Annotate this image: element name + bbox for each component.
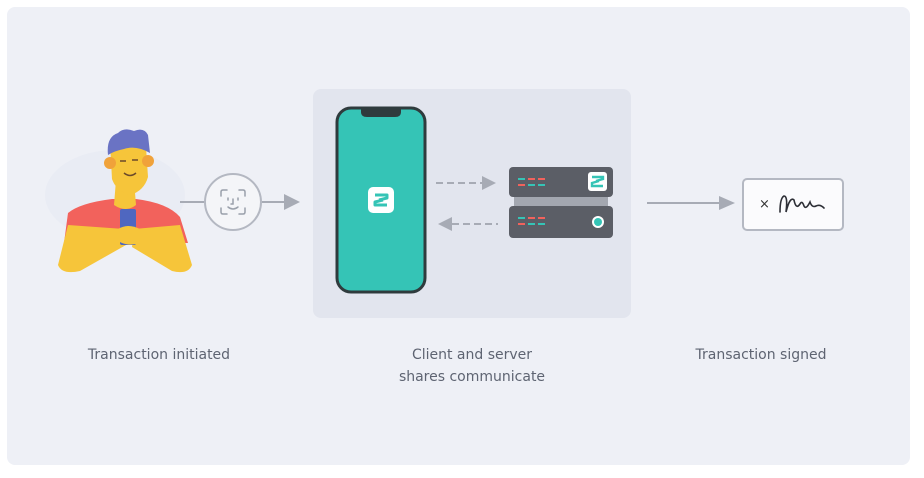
step-label-initiated: Transaction initiated	[87, 347, 231, 363]
step-label-communicate-line2: shares communicate	[398, 369, 546, 385]
arrow-to-face-id	[180, 194, 300, 210]
response-arrow	[438, 217, 498, 231]
signature-mark: ×	[759, 197, 770, 212]
server-icon	[509, 167, 613, 238]
signature-icon	[779, 195, 825, 213]
step-label-communicate-line1: Client and server	[411, 347, 533, 363]
step-label-signed: Transaction signed	[695, 347, 827, 363]
signature-box: ×	[742, 178, 844, 231]
app-logo-icon	[368, 187, 394, 213]
face-id-icon	[204, 173, 262, 231]
arrow-to-signature	[647, 196, 735, 210]
request-arrow	[436, 176, 496, 190]
person-with-phone-icon	[45, 129, 192, 273]
